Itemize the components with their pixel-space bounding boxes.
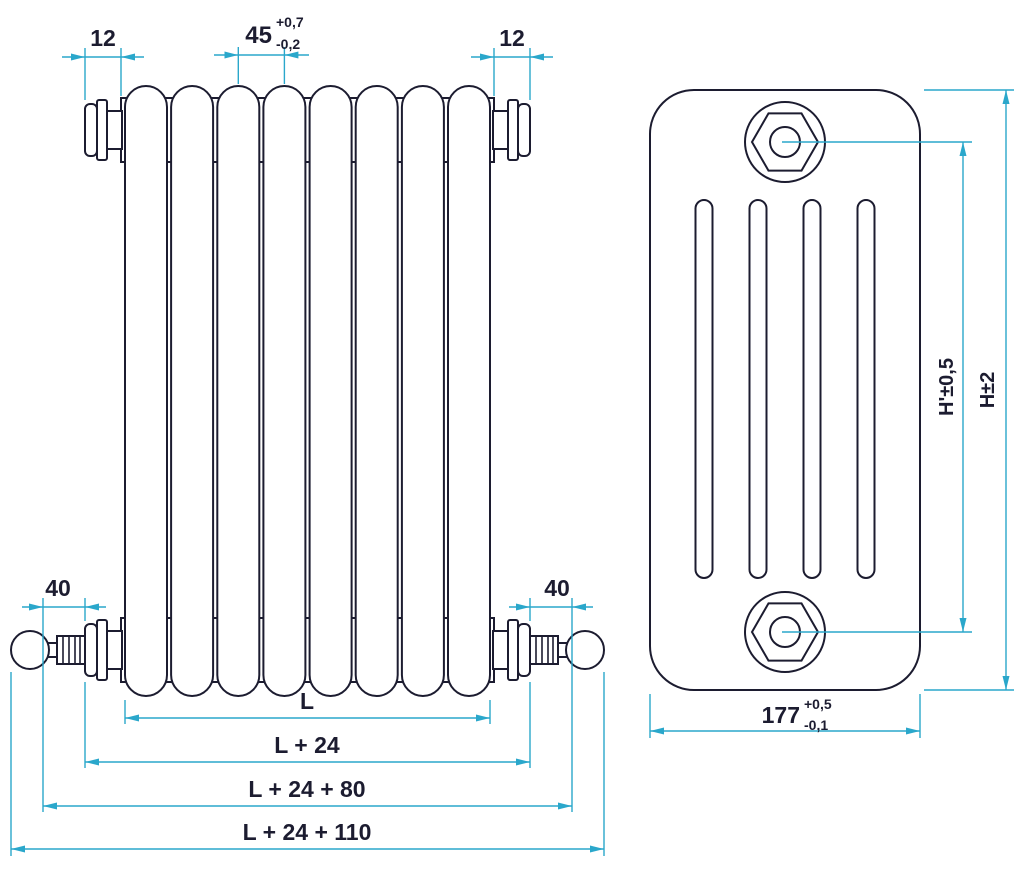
column-groove xyxy=(802,199,822,579)
dim-label-height-centers: H'±0,5 xyxy=(936,358,958,416)
cap-disc xyxy=(507,99,519,161)
dim-length: L xyxy=(124,688,491,724)
dim-length-valves-alt: L + 24 + 110 xyxy=(10,672,605,856)
radiator-tube xyxy=(400,85,445,697)
cap-body xyxy=(517,623,531,677)
dim-label-depth-tol-plus: +0,5 xyxy=(804,696,832,712)
valve-knob xyxy=(10,630,50,670)
top-right-cap xyxy=(492,99,531,161)
radiator-tube xyxy=(354,85,399,697)
cap-disc xyxy=(96,619,108,681)
dim-length-valves: L + 24 + 80 xyxy=(43,776,572,810)
dim-label-cap-right: 12 xyxy=(499,25,525,51)
radiator-tube xyxy=(262,85,307,697)
dim-length-caps: L + 24 xyxy=(84,682,531,768)
dim-cap-right: 12 xyxy=(471,25,553,100)
valve-body xyxy=(56,635,86,665)
cap-disc xyxy=(507,619,519,681)
valve-knob xyxy=(565,630,605,670)
dim-label-valve-left: 40 xyxy=(45,575,71,601)
dim-label-length-caps: L + 24 xyxy=(274,732,340,758)
bottom-left-cap xyxy=(84,619,123,681)
radiator-tube xyxy=(124,85,168,697)
dim-valve-right: 40 xyxy=(509,575,593,812)
cap-neck xyxy=(492,630,509,670)
column-groove xyxy=(856,199,876,579)
dim-pitch: 45 +0,7 -0,2 xyxy=(214,14,309,84)
dim-label-cap-left: 12 xyxy=(90,25,116,51)
dim-label-depth: 177 xyxy=(762,702,800,728)
cap-neck xyxy=(492,110,509,150)
dim-label-pitch-tol-plus: +0,7 xyxy=(276,14,304,30)
cap-neck xyxy=(106,110,123,150)
radiator-tube xyxy=(216,85,261,697)
dim-label-height-overall: H±2 xyxy=(977,372,999,409)
dim-label-length: L xyxy=(300,688,314,714)
column-groove xyxy=(694,199,714,579)
dimensions: 12 45 +0,7 -0,2 12 xyxy=(10,14,1014,856)
radiator-body xyxy=(649,89,921,691)
column-grooves xyxy=(694,199,876,579)
dim-label-depth-tol-minus: -0,1 xyxy=(804,717,828,733)
bottom-right-cap xyxy=(492,619,531,681)
dim-cap-left: 12 xyxy=(62,25,144,100)
cap-body xyxy=(84,623,98,677)
column-groove xyxy=(748,199,768,579)
dim-label-pitch: 45 xyxy=(245,22,272,49)
tube-columns xyxy=(124,85,491,697)
dim-depth: 177 +0,5 -0,1 xyxy=(649,694,921,738)
dim-label-length-valves-alt: L + 24 + 110 xyxy=(243,819,372,845)
dim-valve-left: 40 xyxy=(22,575,106,812)
left-valve xyxy=(10,630,86,670)
dim-label-valve-right: 40 xyxy=(544,575,570,601)
side-view xyxy=(649,89,921,691)
right-valve xyxy=(529,630,605,670)
cap-body xyxy=(517,103,531,157)
dim-height-centers: H'±0,5 xyxy=(782,141,972,633)
dim-height-overall: H±2 xyxy=(924,89,1014,691)
cap-body xyxy=(84,103,98,157)
dim-label-pitch-tol-minus: -0,2 xyxy=(276,36,300,52)
radiator-tube xyxy=(447,85,491,697)
top-left-cap xyxy=(84,99,123,161)
radiator-tube xyxy=(170,85,215,697)
cap-neck xyxy=(106,630,123,670)
radiator-tube xyxy=(308,85,353,697)
cap-disc xyxy=(96,99,108,161)
front-view xyxy=(10,85,605,697)
dim-label-length-valves: L + 24 + 80 xyxy=(248,776,365,802)
